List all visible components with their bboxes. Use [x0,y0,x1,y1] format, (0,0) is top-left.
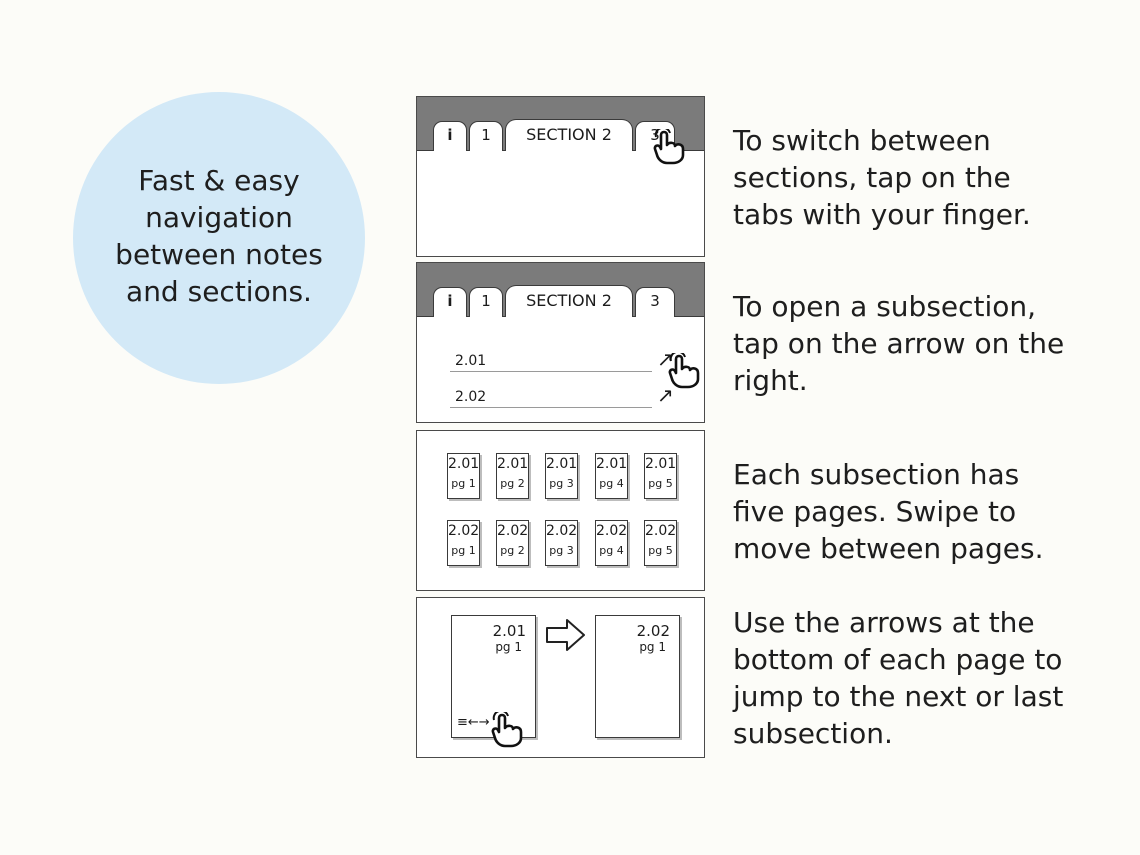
intro-text: Fast & easy navigation between notes and… [73,162,365,310]
subsection-row[interactable]: 2.01 [450,353,652,372]
panel-switch-sections: i 1 3 SECTION 2 [416,96,705,257]
description-line: tap on the arrow on the [733,327,1065,360]
thumb-page: pg 4 [599,544,624,557]
thumb-code: 2.02 [497,523,529,539]
thumb-code: 2.01 [645,456,677,472]
thumb-page: pg 3 [549,477,574,490]
description-line: right. [733,364,808,397]
page-code: 2.01 [492,622,526,640]
subsection-label: 2.02 [455,389,487,405]
thumb-page: pg 1 [451,477,476,490]
description-line: move between pages. [733,532,1044,565]
subsection-row[interactable]: 2.02 [450,389,652,408]
arrow-up-right-icon[interactable]: ↗ [657,347,674,371]
description-line: To switch between [733,124,991,157]
panel-page-grid: 2.01 pg 1 2.01 pg 2 2.01 pg 3 2.01 pg 4 2.01… [416,430,705,591]
thumb-page: pg 2 [500,477,525,490]
page-number: pg 1 [495,640,522,654]
page-number: pg 1 [639,640,666,654]
tab-info[interactable]: i [433,121,467,151]
subsection-label: 2.01 [455,353,487,369]
description-line: subsection. [733,717,893,750]
page-thumbnail[interactable]: 2.02 pg 5 [644,520,677,566]
description-line: jump to the next or last [733,680,1064,713]
description-page-grid: Each subsection has five pages. Swipe to… [733,456,1044,567]
thumb-code: 2.01 [497,456,529,472]
thumb-code: 2.01 [448,456,480,472]
description-line: tabs with your finger. [733,198,1031,231]
page-thumbnail[interactable]: 2.02 pg 4 [595,520,628,566]
panel-open-subsection: i 1 3 SECTION 2 2.01 ↗ 2.02 ↗ [416,262,705,423]
tab-1[interactable]: 1 [469,287,503,317]
description-line: Each subsection has [733,458,1020,491]
thumb-page: pg 4 [599,477,624,490]
thumb-page: pg 3 [549,544,574,557]
thumb-code: 2.02 [596,523,628,539]
page-thumbnail[interactable]: 2.01 pg 4 [595,453,628,499]
thumb-code: 2.02 [645,523,677,539]
tab-info[interactable]: i [433,287,467,317]
panel-jump-subsection: 2.01 pg 1 ≡←→ 2.02 pg 1 [416,597,705,758]
description-line: bottom of each page to [733,643,1063,676]
thumb-page: pg 2 [500,544,525,557]
thumb-page: pg 5 [648,477,673,490]
intro-line: and sections. [126,275,312,308]
description-open-subsection: To open a subsection, tap on the arrow o… [733,288,1064,399]
thumb-page: pg 1 [451,544,476,557]
description-line: To open a subsection, [733,290,1037,323]
description-jump-subsection: Use the arrows at the bottom of each pag… [733,604,1063,752]
page-to: 2.02 pg 1 [595,615,680,738]
tab-3[interactable]: 3 [635,287,675,317]
page-thumbnail[interactable]: 2.01 pg 1 [447,453,480,499]
tab-section-2[interactable]: SECTION 2 [505,285,633,317]
page-thumbnail[interactable]: 2.02 pg 3 [545,520,578,566]
intro-line: Fast & easy [138,164,300,197]
intro-circle: Fast & easy navigation between notes and… [73,92,365,384]
page-thumbnail[interactable]: 2.01 pg 5 [644,453,677,499]
tap-finger-icon [668,353,700,389]
tab-section-2[interactable]: SECTION 2 [505,119,633,151]
page-thumbnail[interactable]: 2.02 pg 2 [496,520,529,566]
description-line: sections, tap on the [733,161,1011,194]
arrow-right-icon [546,619,585,651]
description-line: five pages. Swipe to [733,495,1017,528]
thumb-page: pg 5 [648,544,673,557]
intro-line: navigation [145,201,293,234]
page-thumbnail[interactable]: 2.02 pg 1 [447,520,480,566]
description-switch-sections: To switch between sections, tap on the t… [733,122,1031,233]
page-nav-arrows[interactable]: ≡←→ [457,715,490,730]
thumb-code: 2.01 [596,456,628,472]
thumb-code: 2.01 [546,456,578,472]
tab-1[interactable]: 1 [469,121,503,151]
arrow-up-right-icon[interactable]: ↗ [657,383,674,407]
page-thumbnail[interactable]: 2.01 pg 3 [545,453,578,499]
thumb-code: 2.02 [546,523,578,539]
description-line: Use the arrows at the [733,606,1035,639]
intro-line: between notes [115,238,323,271]
tap-finger-icon [653,129,685,165]
thumb-code: 2.02 [448,523,480,539]
page-code: 2.02 [636,622,670,640]
page-thumbnail[interactable]: 2.01 pg 2 [496,453,529,499]
tap-finger-icon [491,712,523,748]
